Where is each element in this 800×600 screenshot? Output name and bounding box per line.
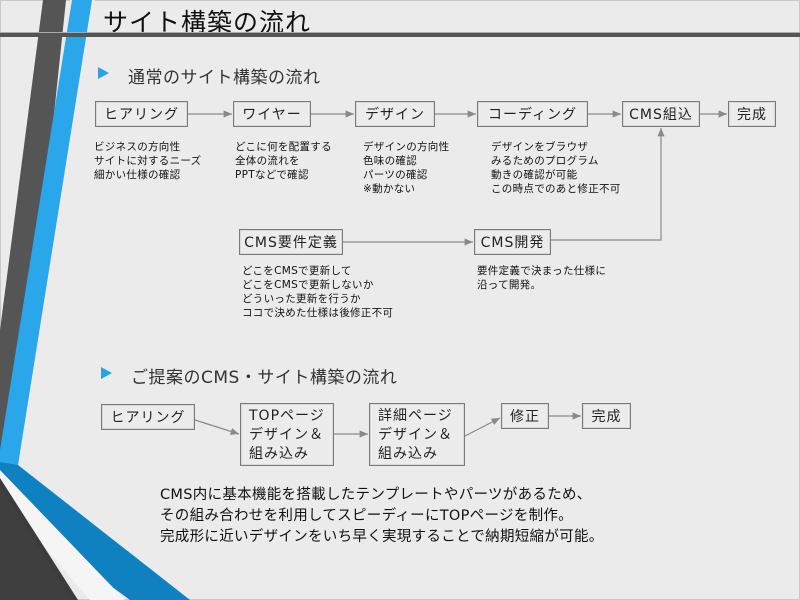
note-hearing: ビジネスの方向性 サイトに対するニーズ 細かい仕様の確認 <box>94 141 202 181</box>
proposed-step-hearing: ヒアリング <box>101 404 195 430</box>
step-wireframe: ワイヤー <box>233 101 311 127</box>
summary-text: CMS内に基本機能を搭載したテンプレートやパーツがあるため、 その組み合わせを利… <box>160 487 604 545</box>
step-design: デザイン <box>355 101 435 127</box>
note-design: デザインの方向性 色味の確認 パーツの確認 ※動かない <box>363 141 450 195</box>
note-wireframe: どこに何を配置する 全体の流れを PPTなどで確認 <box>235 141 332 181</box>
bullet-triangle-icon <box>101 367 112 379</box>
note-cms-requirements: どこをCMSで更新して どこをCMSで更新しないか どういった更新を行うか ココ… <box>242 265 394 319</box>
note-cms-development: 要件定義で決まった仕様に 沿って開発。 <box>477 265 607 291</box>
step-cms-development: CMS開発 <box>474 229 551 255</box>
section-heading-proposed: ご提案のCMS・サイト構築の流れ <box>101 363 398 388</box>
step-coding: コーディング <box>477 101 588 127</box>
section-heading-text: 通常のサイト構築の流れ <box>128 68 321 88</box>
section-heading-standard: 通常のサイト構築の流れ <box>98 63 321 88</box>
step-hearing: ヒアリング <box>95 101 188 127</box>
proposed-step-detail-pages: 詳細ページ デザイン＆ 組み込み <box>369 403 465 466</box>
title-divider <box>0 32 800 37</box>
step-cms-requirements: CMS要件定義 <box>239 229 343 255</box>
bullet-triangle-icon <box>98 67 109 79</box>
proposed-step-top-page: TOPページ デザイン＆ 組み込み <box>240 403 334 466</box>
proposed-step-revision: 修正 <box>501 403 549 429</box>
section-heading-text: ご提案のCMS・サイト構築の流れ <box>131 368 398 388</box>
step-complete: 完成 <box>728 101 776 127</box>
note-coding: デザインをブラウザ みるためのプログラム 動きの確認が可能 この時点でのあと修正… <box>491 141 621 195</box>
proposed-step-complete: 完成 <box>582 403 631 429</box>
step-cms-integration: CMS組込 <box>622 101 700 127</box>
